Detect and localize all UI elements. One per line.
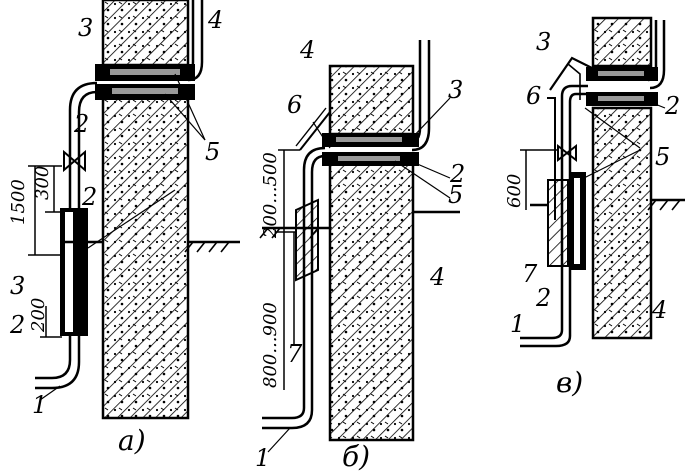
dim-a-300: 300	[32, 166, 53, 200]
label-b-4: 4	[299, 36, 315, 64]
variant-c: 3 6 2 5 600 7 2 4 1 в)	[504, 16, 685, 399]
pipe-b-outer	[262, 146, 326, 420]
sleeve-c	[547, 179, 569, 267]
label-b-2: 2	[449, 160, 465, 188]
variant-a: 3 4 2 5 1500 300 2 3 2 200 1 а)	[8, 0, 240, 457]
label-a-2-top: 2	[73, 110, 89, 138]
label-a-2-low: 2	[9, 311, 25, 339]
label-b-6: 6	[287, 91, 302, 119]
dim-b-200-500: 200...500	[260, 152, 281, 239]
caption-b: б)	[342, 440, 370, 471]
dim-a-200: 200	[28, 298, 49, 333]
pipe-b-diagonal	[299, 111, 331, 151]
pipe-a-inner	[184, 0, 195, 74]
variant-b: 4 6 3 200...500 2 5 4 800...900 7 1 б)	[255, 36, 465, 471]
dim-c-600: 600	[504, 174, 525, 208]
wall-a-upper-dots	[103, 0, 188, 65]
label-a-1: 1	[32, 391, 47, 419]
label-a-4: 4	[207, 6, 223, 34]
label-a-3-low: 3	[10, 272, 25, 300]
label-b-5: 5	[448, 181, 463, 209]
valve-c	[557, 143, 577, 163]
label-c-7: 7	[522, 260, 538, 288]
label-c-2-low: 2	[535, 284, 551, 312]
label-c-5: 5	[655, 143, 670, 171]
label-c-4: 4	[651, 296, 667, 324]
label-b-1: 1	[255, 444, 270, 471]
dim-a-1500: 1500	[8, 179, 29, 225]
pipe-a-outer	[35, 81, 98, 380]
pipe-c-inner	[647, 20, 658, 82]
label-c-2: 2	[664, 92, 680, 120]
caption-a: а)	[118, 424, 146, 457]
label-a-5: 5	[205, 138, 220, 166]
label-b-7: 7	[287, 340, 303, 368]
label-b-4-low: 4	[429, 263, 445, 291]
pipe-c-inclined	[549, 56, 597, 91]
sleeve-b	[295, 198, 319, 282]
valve-a	[63, 149, 86, 173]
label-a-2-mid: 2	[81, 183, 97, 211]
sleeve-a	[60, 208, 88, 336]
label-c-6: 6	[526, 82, 541, 110]
caption-c: в)	[556, 366, 583, 399]
wall-a-lower-dots	[103, 98, 188, 418]
label-c-1: 1	[510, 310, 525, 338]
pipe-b-inner	[409, 40, 422, 144]
label-a-3: 3	[78, 14, 93, 42]
label-c-3: 3	[536, 28, 551, 56]
label-b-3: 3	[448, 76, 463, 104]
dim-b-800-900: 800...900	[260, 302, 281, 388]
